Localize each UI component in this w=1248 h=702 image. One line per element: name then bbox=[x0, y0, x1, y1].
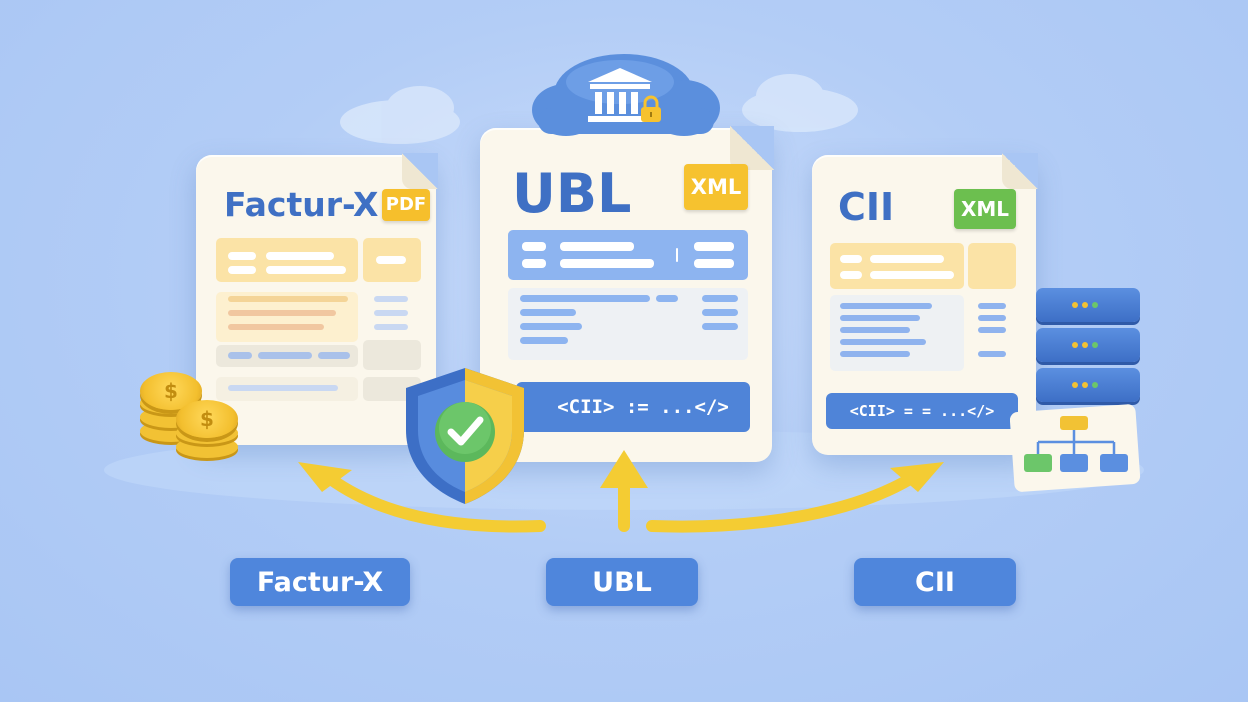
page-fold bbox=[1002, 153, 1038, 189]
shield-check-icon bbox=[406, 368, 524, 504]
facturx-label-button[interactable]: Factur-X bbox=[230, 558, 410, 606]
header-panel bbox=[508, 230, 748, 280]
page-fold bbox=[730, 126, 774, 170]
ubl-xml-tag: XML bbox=[684, 164, 748, 210]
pdf-tag: PDF bbox=[382, 189, 430, 221]
facturx-document-card: Factur-X PDF bbox=[196, 153, 438, 445]
cii-doc-title: CII bbox=[838, 185, 895, 229]
ubl-label-button[interactable]: UBL bbox=[546, 558, 698, 606]
ubl-code-snippet: <CII> := ...</> bbox=[516, 382, 750, 432]
cii-label-button[interactable]: CII bbox=[854, 558, 1016, 606]
cii-xml-tag: XML bbox=[954, 189, 1016, 229]
lock-icon bbox=[641, 95, 661, 122]
ubl-doc-title: UBL bbox=[512, 162, 632, 225]
page-fold bbox=[402, 153, 438, 189]
ubl-document-card: UBL XML <CII> := ...</> bbox=[480, 126, 774, 462]
cii-code-snippet: <CII> = = ...</> bbox=[826, 393, 1018, 429]
header-panel bbox=[830, 243, 964, 289]
facturx-doc-title: Factur-X bbox=[224, 185, 379, 224]
bank-building-icon bbox=[588, 68, 652, 122]
cii-document-card: CII XML <CII> = = ...</> bbox=[812, 153, 1038, 455]
header-panel bbox=[216, 238, 358, 282]
hierarchy-diagram-icon bbox=[1010, 404, 1141, 492]
